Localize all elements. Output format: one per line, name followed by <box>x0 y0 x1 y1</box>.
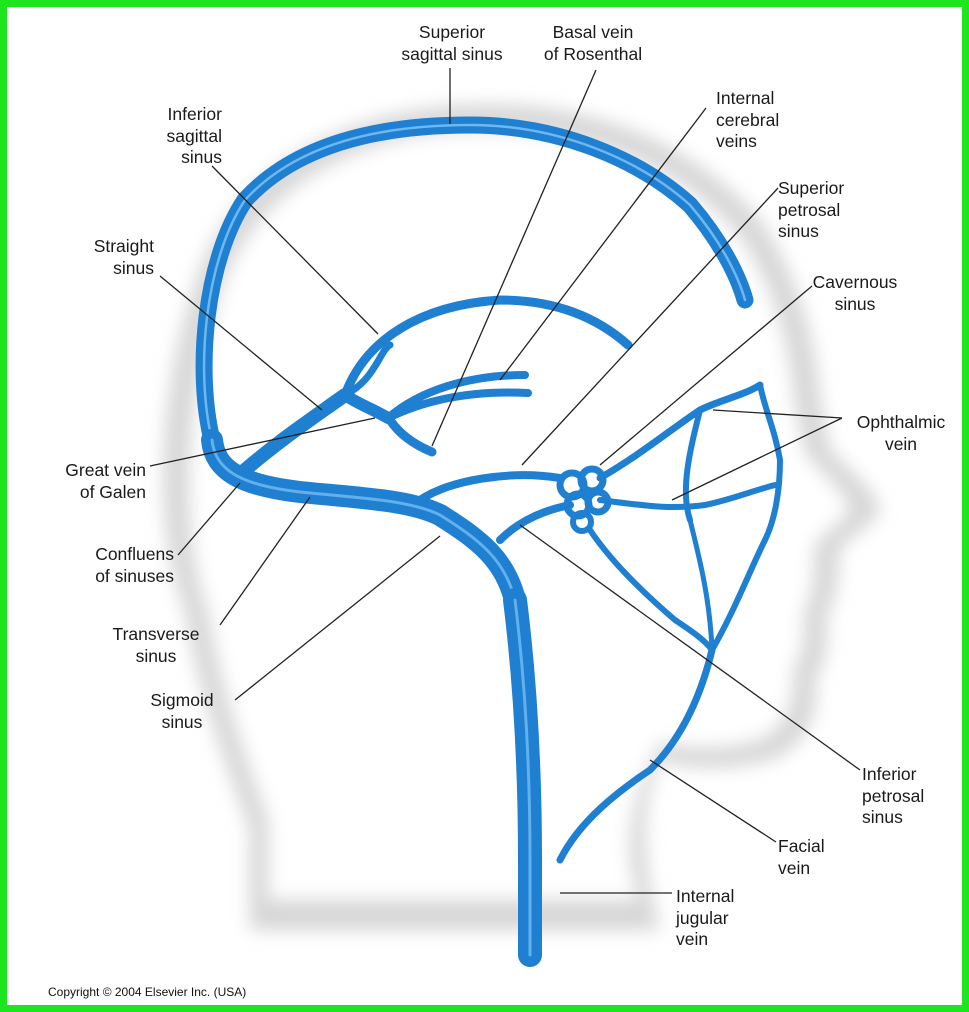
copyright-notice: Copyright © 2004 Elsevier Inc. (USA) <box>48 985 246 999</box>
label-sigmoid-sinus: Sigmoid sinus <box>132 690 232 733</box>
label-superior-sagittal-sinus: Superior sagittal sinus <box>385 22 519 65</box>
label-confluens-of-sinuses: Confluens of sinuses <box>60 544 174 587</box>
label-facial-vein: Facial vein <box>778 836 858 879</box>
label-internal-jugular-vein: Internal jugular vein <box>676 886 766 951</box>
label-internal-cerebral-veins: Internal cerebral veins <box>716 88 826 153</box>
label-straight-sinus: Straight sinus <box>44 236 154 279</box>
label-transverse-sinus: Transverse sinus <box>96 624 216 667</box>
label-ophthalmic-vein: Ophthalmic vein <box>840 412 962 455</box>
label-inferior-sagittal-sinus: Inferior sagittal sinus <box>112 104 222 169</box>
label-inferior-petrosal-sinus: Inferior petrosal sinus <box>862 764 962 829</box>
label-cavernous-sinus: Cavernous sinus <box>800 272 910 315</box>
label-basal-vein-of-rosenthal: Basal vein of Rosenthal <box>518 22 668 65</box>
label-great-vein-of-galen: Great vein of Galen <box>36 460 146 503</box>
label-superior-petrosal-sinus: Superior petrosal sinus <box>778 178 888 243</box>
